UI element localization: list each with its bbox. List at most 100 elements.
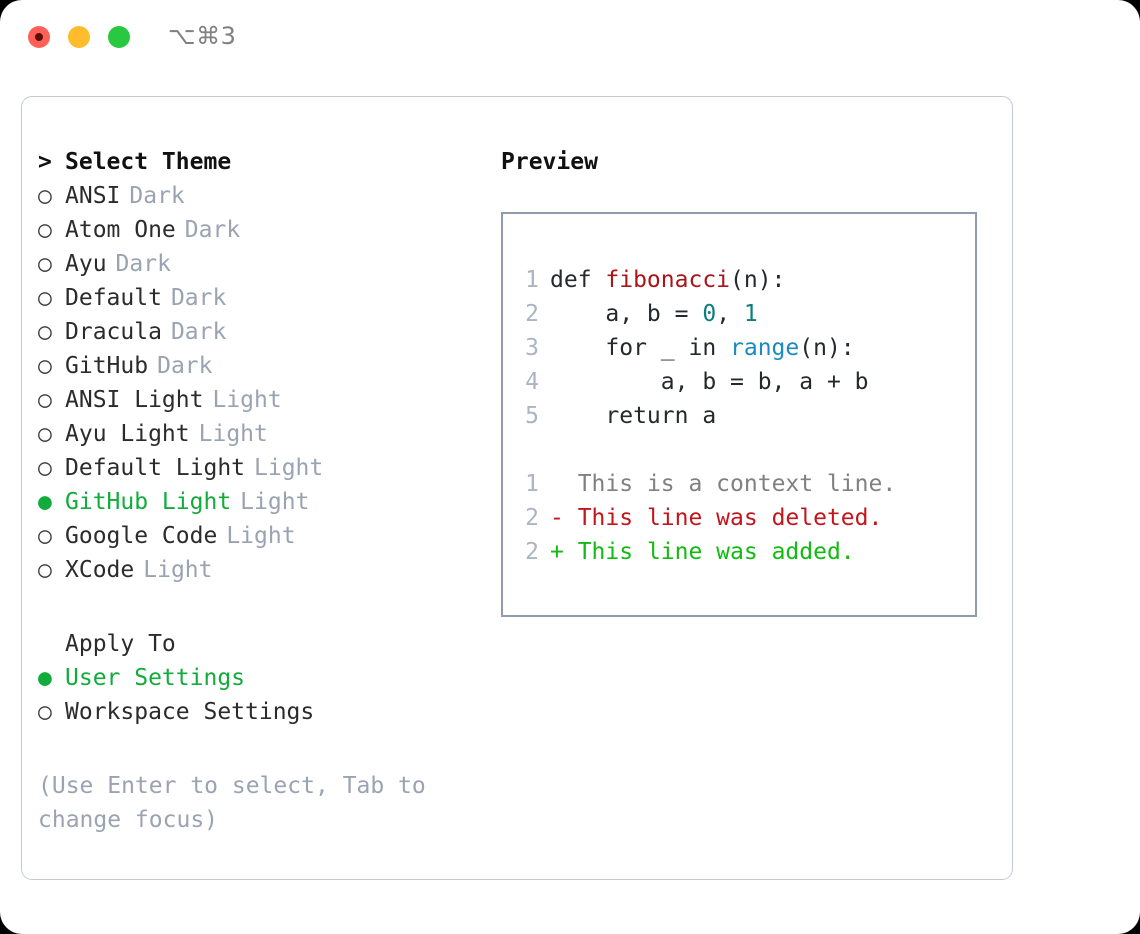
theme-item-label: Dracula xyxy=(65,319,162,345)
theme-variant-badge: Light xyxy=(240,489,310,515)
diff-text: This is a context line. xyxy=(563,471,897,497)
theme-item-ansi[interactable]: ○ ANSI Dark xyxy=(38,183,488,217)
theme-variant-badge: Dark xyxy=(170,285,227,311)
theme-item-label: ANSI Light xyxy=(65,387,204,413)
radio-selected-icon: ● xyxy=(38,665,52,691)
theme-item-label: Ayu Light xyxy=(65,421,190,447)
diff-line-ctx: 1 This is a context line. xyxy=(515,467,896,501)
theme-variant-badge: Dark xyxy=(129,183,185,209)
radio-unselected-icon: ○ xyxy=(38,421,52,447)
code-line: 2 a, b = 0, 1 xyxy=(515,297,896,331)
apply-to-item-label: Workspace Settings xyxy=(65,699,315,725)
radio-unselected-icon: ○ xyxy=(38,523,52,549)
radio-unselected-icon: ○ xyxy=(38,251,52,277)
theme-variant-badge: Dark xyxy=(184,217,241,243)
diff-text: This line was deleted. xyxy=(563,505,883,531)
maximize-button[interactable] xyxy=(108,26,130,48)
diff-sign: + xyxy=(550,539,564,565)
theme-item-label: Default xyxy=(65,285,162,311)
theme-variant-badge: Dark xyxy=(170,319,227,345)
theme-item-ansi-light[interactable]: ○ ANSI Light Light xyxy=(38,387,488,421)
code-token: a, b = b, a + b xyxy=(550,369,869,395)
apply-to-item-label: User Settings xyxy=(65,665,246,691)
theme-variant-badge: Light xyxy=(212,387,282,413)
code-token: 1 xyxy=(743,301,758,327)
theme-item-label: XCode xyxy=(65,557,135,583)
code-token: 0 xyxy=(702,301,717,327)
diff-line-del: 2- This line was deleted. xyxy=(515,501,896,535)
code-token: range xyxy=(730,335,800,361)
theme-variant-badge: Light xyxy=(143,557,213,583)
code-line: 5 return a xyxy=(515,399,896,433)
title-bar: ⌥⌘3 xyxy=(0,0,1140,76)
radio-unselected-icon: ○ xyxy=(38,319,52,345)
radio-unselected-icon: ○ xyxy=(38,183,52,209)
theme-item-google-code[interactable]: ○ Google Code Light xyxy=(38,523,488,557)
hint-spacer xyxy=(38,733,488,767)
preview-title: Preview xyxy=(501,149,598,175)
theme-item-label: Google Code xyxy=(65,523,218,549)
theme-item-github-light[interactable]: ● GitHub Light Light xyxy=(38,489,488,523)
diff-sign xyxy=(550,471,564,497)
radio-selected-icon: ● xyxy=(38,489,52,515)
radio-unselected-icon: ○ xyxy=(38,557,52,583)
code-line: 4 a, b = b, a + b xyxy=(515,365,896,399)
theme-picker-header: > Select Theme xyxy=(38,149,488,183)
code-token: a, b = xyxy=(550,301,703,327)
theme-variant-badge: Dark xyxy=(115,251,171,277)
keyboard-shortcut-label: ⌥⌘3 xyxy=(168,22,237,50)
keyboard-hint: (Use Enter to select, Tab to change focu… xyxy=(38,773,426,833)
apply-to-title-row: Apply To xyxy=(38,631,488,665)
theme-variant-badge: Light xyxy=(254,455,324,481)
line-number: 2 xyxy=(525,505,539,531)
diff-line-add: 2+ This line was added. xyxy=(515,535,896,569)
line-number: 4 xyxy=(525,369,539,395)
close-button[interactable] xyxy=(28,26,50,48)
theme-variant-badge: Light xyxy=(226,523,296,549)
radio-unselected-icon: ○ xyxy=(38,353,52,379)
theme-item-ayu-light[interactable]: ○ Ayu Light Light xyxy=(38,421,488,455)
theme-item-label: ANSI xyxy=(65,183,121,209)
code-token: return a xyxy=(550,403,717,429)
code-token: , xyxy=(716,301,744,327)
theme-item-label: GitHub Light xyxy=(65,489,232,515)
apply-to-item-workspace-settings[interactable]: ○Workspace Settings xyxy=(38,699,488,733)
line-number: 1 xyxy=(525,471,539,497)
theme-picker-title: Select Theme xyxy=(65,149,232,175)
apply-to-title: Apply To xyxy=(65,631,176,657)
code-token: fibonacci xyxy=(605,267,731,293)
apply-to-list: ● User Settings ○Workspace Settings xyxy=(38,665,488,733)
code-line: 3 for _ in range(n): xyxy=(515,331,896,365)
minimize-button[interactable] xyxy=(68,26,90,48)
radio-unselected-icon: ○ xyxy=(38,285,52,311)
theme-variant-badge: Light xyxy=(198,421,268,447)
theme-item-label: GitHub xyxy=(65,353,149,379)
section-spacer xyxy=(38,591,488,631)
diff-sign: - xyxy=(550,505,564,531)
radio-unselected-icon: ○ xyxy=(38,217,52,243)
radio-unselected-icon: ○ xyxy=(38,387,52,413)
theme-item-xcode[interactable]: ○ XCode Light xyxy=(38,557,488,591)
code-token: (n): xyxy=(730,267,786,293)
theme-item-dracula[interactable]: ○ Dracula Dark xyxy=(38,319,488,353)
line-number: 1 xyxy=(525,267,539,293)
theme-item-default[interactable]: ○ Default Dark xyxy=(38,285,488,319)
line-number: 3 xyxy=(525,335,539,361)
caret-icon: > xyxy=(38,149,52,175)
apply-to-item-user-settings[interactable]: ● User Settings xyxy=(38,665,488,699)
line-number: 5 xyxy=(525,403,539,429)
code-token: def xyxy=(550,267,606,293)
code-line: 1 def fibonacci(n): xyxy=(515,263,896,297)
code-token: for _ in xyxy=(550,335,731,361)
window-controls xyxy=(28,26,130,48)
